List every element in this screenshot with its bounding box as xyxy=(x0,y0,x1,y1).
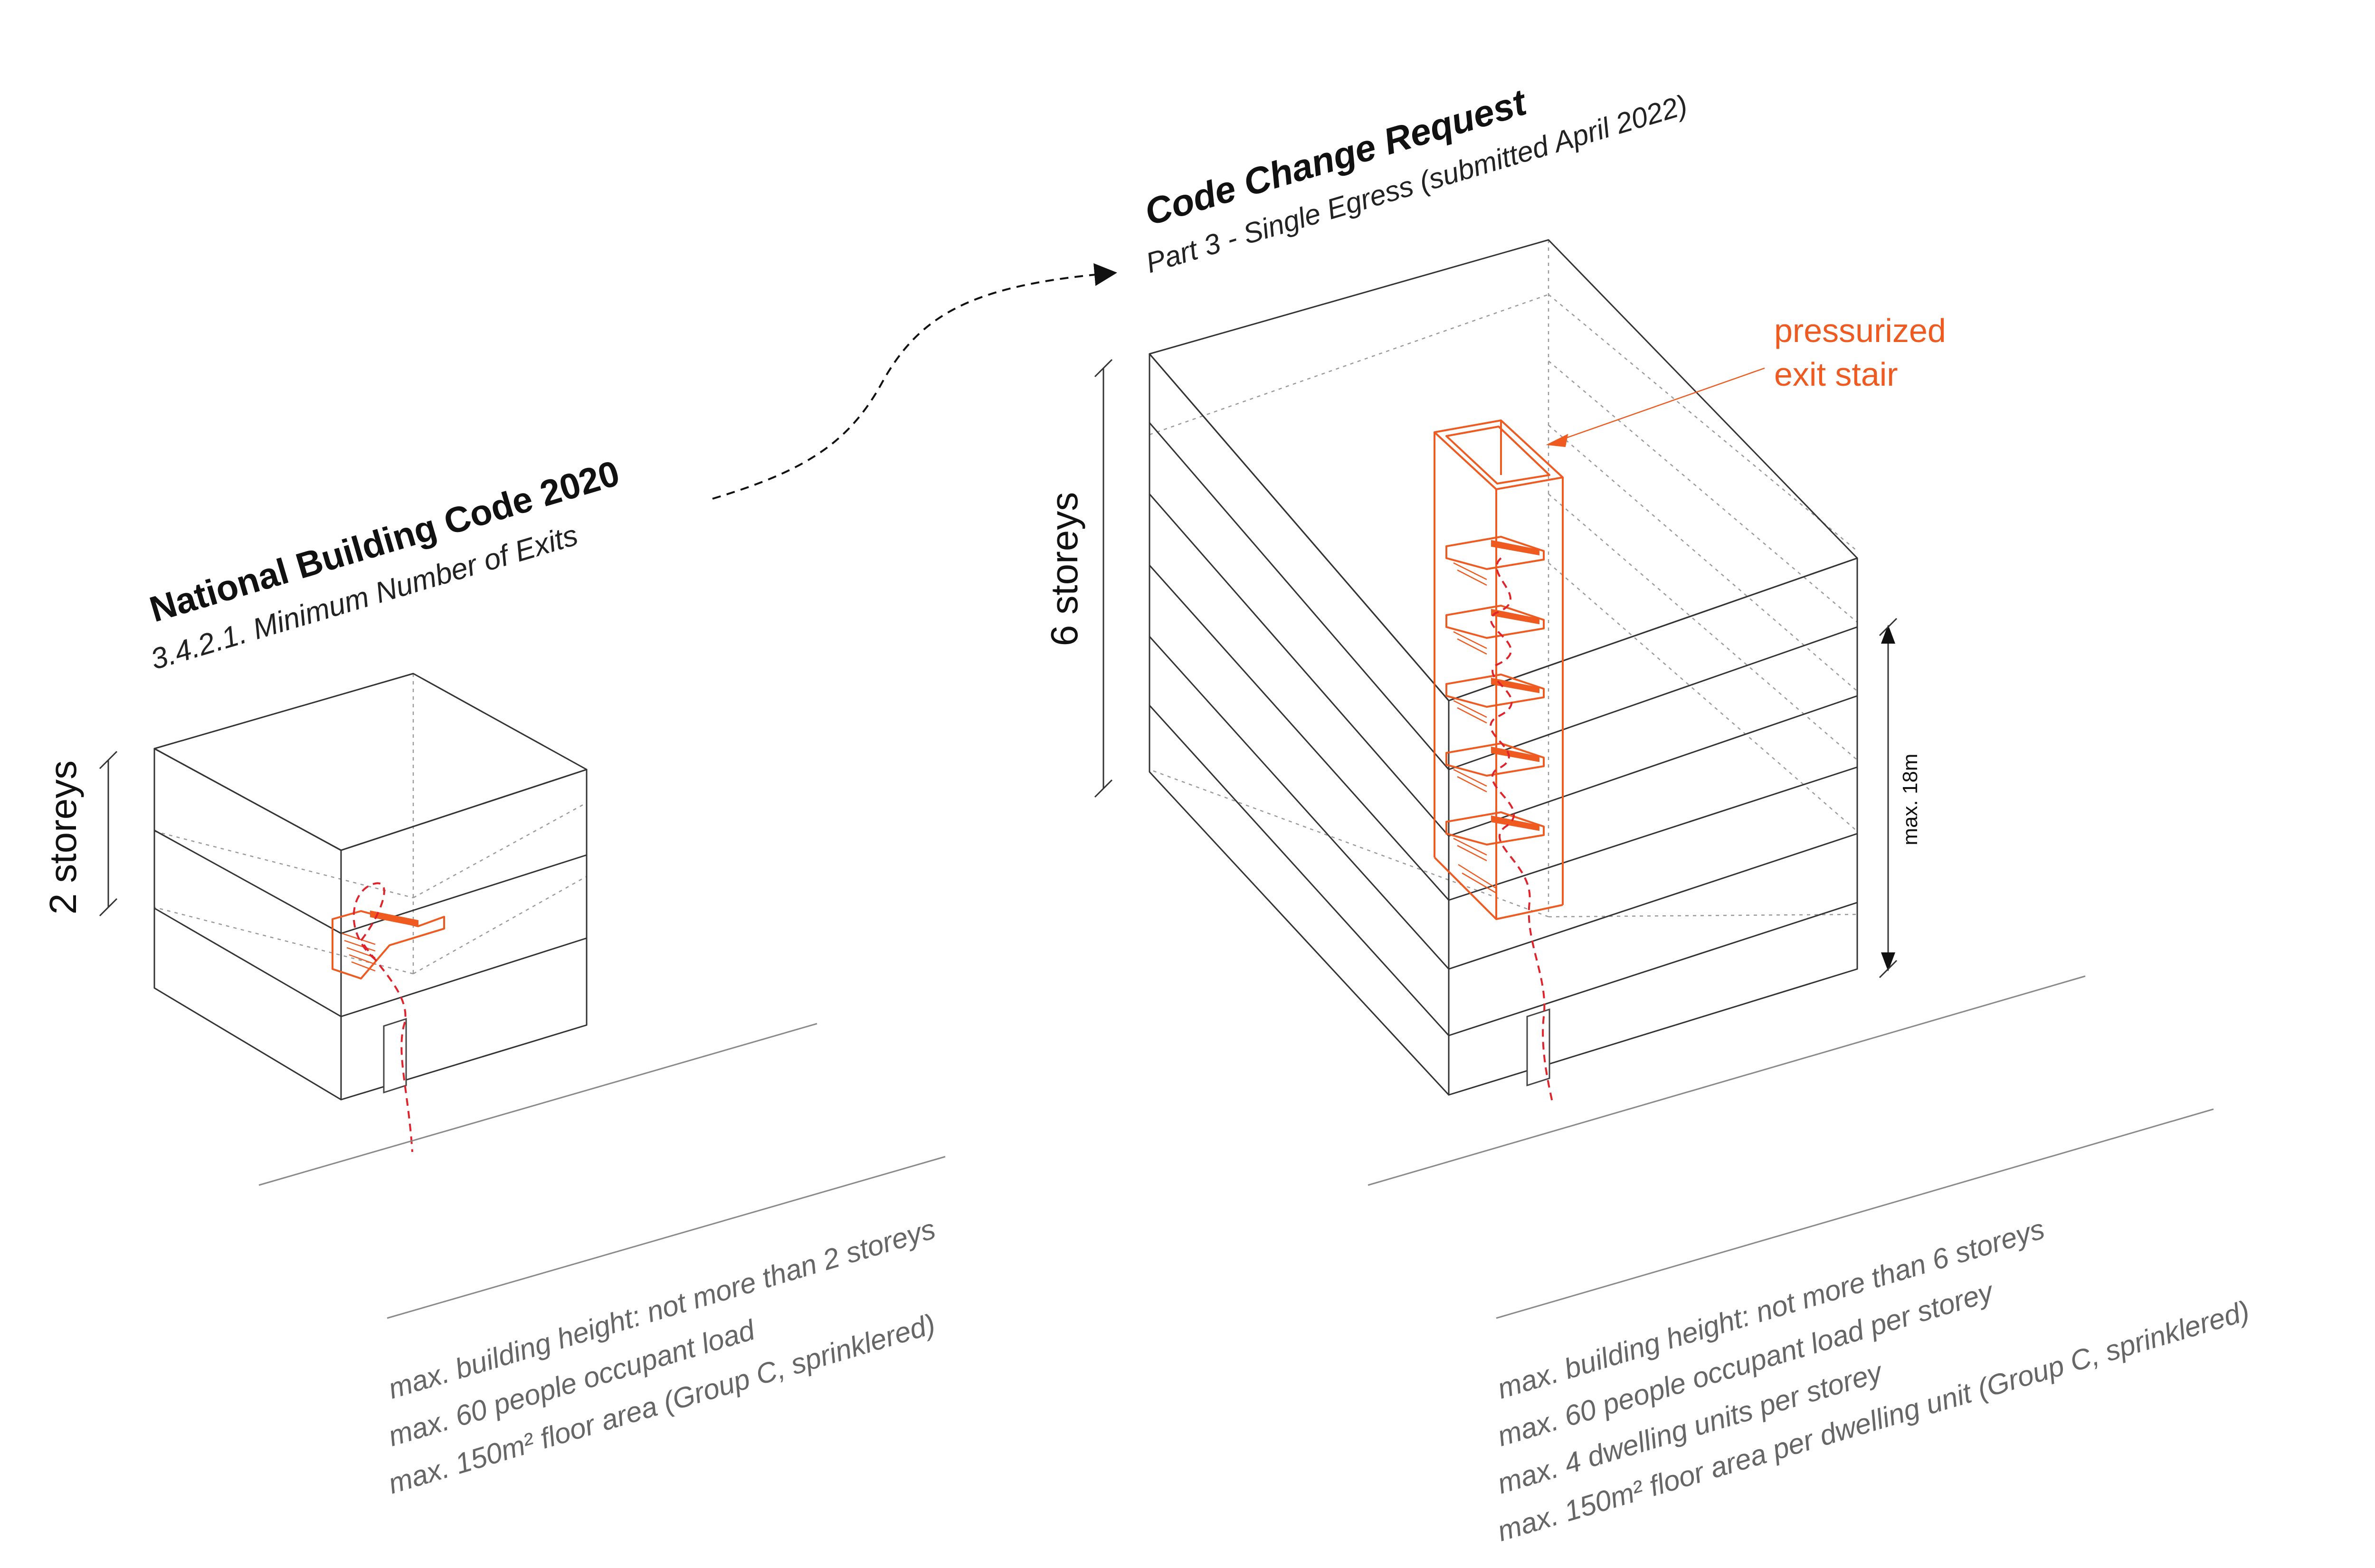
right-ground-line-1 xyxy=(1368,975,2086,1186)
right-door xyxy=(1526,1008,1550,1087)
left-note-1: max. building height: not more than 2 st… xyxy=(385,1213,939,1405)
right-ground-line-2 xyxy=(1496,1108,2214,1319)
right-building xyxy=(1149,239,1858,1102)
left-floor-line-1 xyxy=(154,907,587,1017)
height-dimension xyxy=(1879,618,1898,979)
right-floor-line-4 xyxy=(1149,565,1858,901)
left-side-face xyxy=(340,769,588,1101)
stair-label-leader xyxy=(1546,367,1765,447)
connector-arrow xyxy=(712,263,1117,500)
right-floor-line-6 xyxy=(1149,422,1858,770)
exit-stair-shaft xyxy=(1434,419,1564,920)
right-floor-line-5 xyxy=(1149,494,1858,837)
right-top-face xyxy=(1149,239,1858,702)
right-floor-line-2 xyxy=(1149,704,1858,1036)
left-storeys-label: 2 storeys xyxy=(42,760,84,915)
height-label: max. 18m xyxy=(1899,753,1922,845)
left-top-face xyxy=(153,673,588,851)
stair-label-line2: exit stair xyxy=(1774,356,1898,393)
left-hidden-edges xyxy=(154,674,587,975)
right-floor-line-3 xyxy=(1149,636,1858,970)
right-side-face xyxy=(1448,557,1858,1096)
left-ground-line-2 xyxy=(387,1156,946,1319)
right-storey-dimension xyxy=(1094,359,1113,798)
left-building xyxy=(153,673,588,1152)
left-storey-dimension xyxy=(99,751,118,917)
left-stair xyxy=(332,910,445,979)
stair-label-line1: pressurized xyxy=(1774,312,1946,349)
left-ground-line-1 xyxy=(258,1023,817,1186)
right-storeys-label: 6 storeys xyxy=(1043,492,1085,646)
left-floor-line-2 xyxy=(154,829,587,934)
left-door xyxy=(383,1017,407,1094)
right-front-face xyxy=(1149,353,1450,1096)
right-egress-path xyxy=(1490,557,1553,1102)
right-hidden-edges xyxy=(1149,240,1858,918)
left-egress-path xyxy=(352,882,413,1152)
right-notes: max. building height: not more than 6 st… xyxy=(1494,1213,2253,1547)
left-notes: max. building height: not more than 2 st… xyxy=(385,1213,939,1500)
stair-flights xyxy=(1445,536,1545,894)
